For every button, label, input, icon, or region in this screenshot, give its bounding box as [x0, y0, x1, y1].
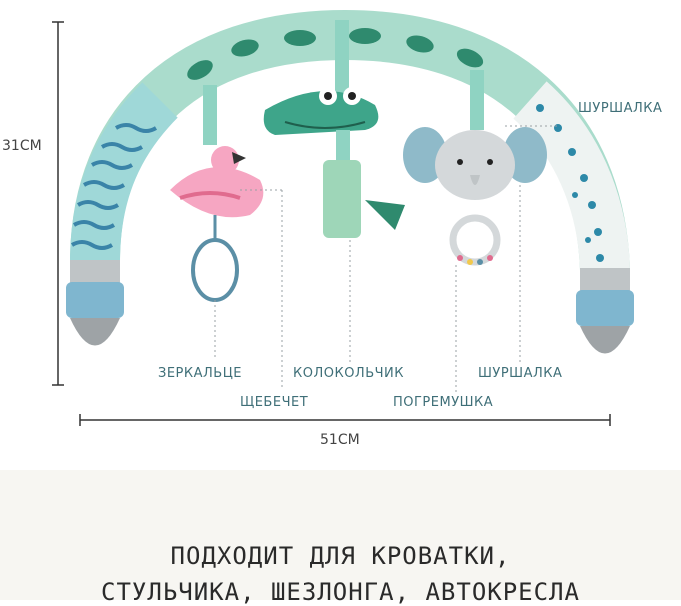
- label-bell: КОЛОКОЛЬЧИК: [293, 366, 404, 381]
- label-mirror: ЗЕРКАЛЬЦЕ: [158, 366, 243, 381]
- width-label: 51CM: [320, 432, 360, 448]
- crocodile-toy: [263, 87, 405, 238]
- product-illustration: 31CM 51CM ШУРШАЛКА ЗЕРКАЛЬЦЕ КОЛОКОЛЬЧИК…: [2, 9, 663, 448]
- width-dimension-line: [79, 414, 611, 426]
- right-clamp: [576, 268, 634, 354]
- label-rattle-bottom: ШУРШАЛКА: [478, 366, 563, 381]
- flamingo-toy: [170, 146, 264, 302]
- label-rattle-right: ШУРШАЛКА: [578, 101, 663, 116]
- height-dimension-line: [52, 21, 64, 386]
- callout-leaders: [214, 125, 560, 392]
- height-label: 31CM: [2, 138, 42, 154]
- label-squeaker: ЩЕБЕЧЕТ: [240, 395, 309, 410]
- elephant-toy: [403, 127, 547, 266]
- tagline-line-2: СТУЛЬЧИКА, ШЕЗЛОНГА, АВТОКРЕСЛА: [101, 578, 580, 606]
- tagline-line-1: ПОДХОДИТ ДЛЯ КРОВАТКИ,: [170, 542, 511, 570]
- left-clamp: [66, 260, 124, 346]
- label-rattle-toy: ПОГРЕМУШКА: [393, 395, 494, 410]
- toy-arch-drawing: [52, 9, 634, 426]
- tagline-panel: ПОДХОДИТ ДЛЯ КРОВАТКИ, СТУЛЬЧИКА, ШЕЗЛОН…: [0, 470, 681, 606]
